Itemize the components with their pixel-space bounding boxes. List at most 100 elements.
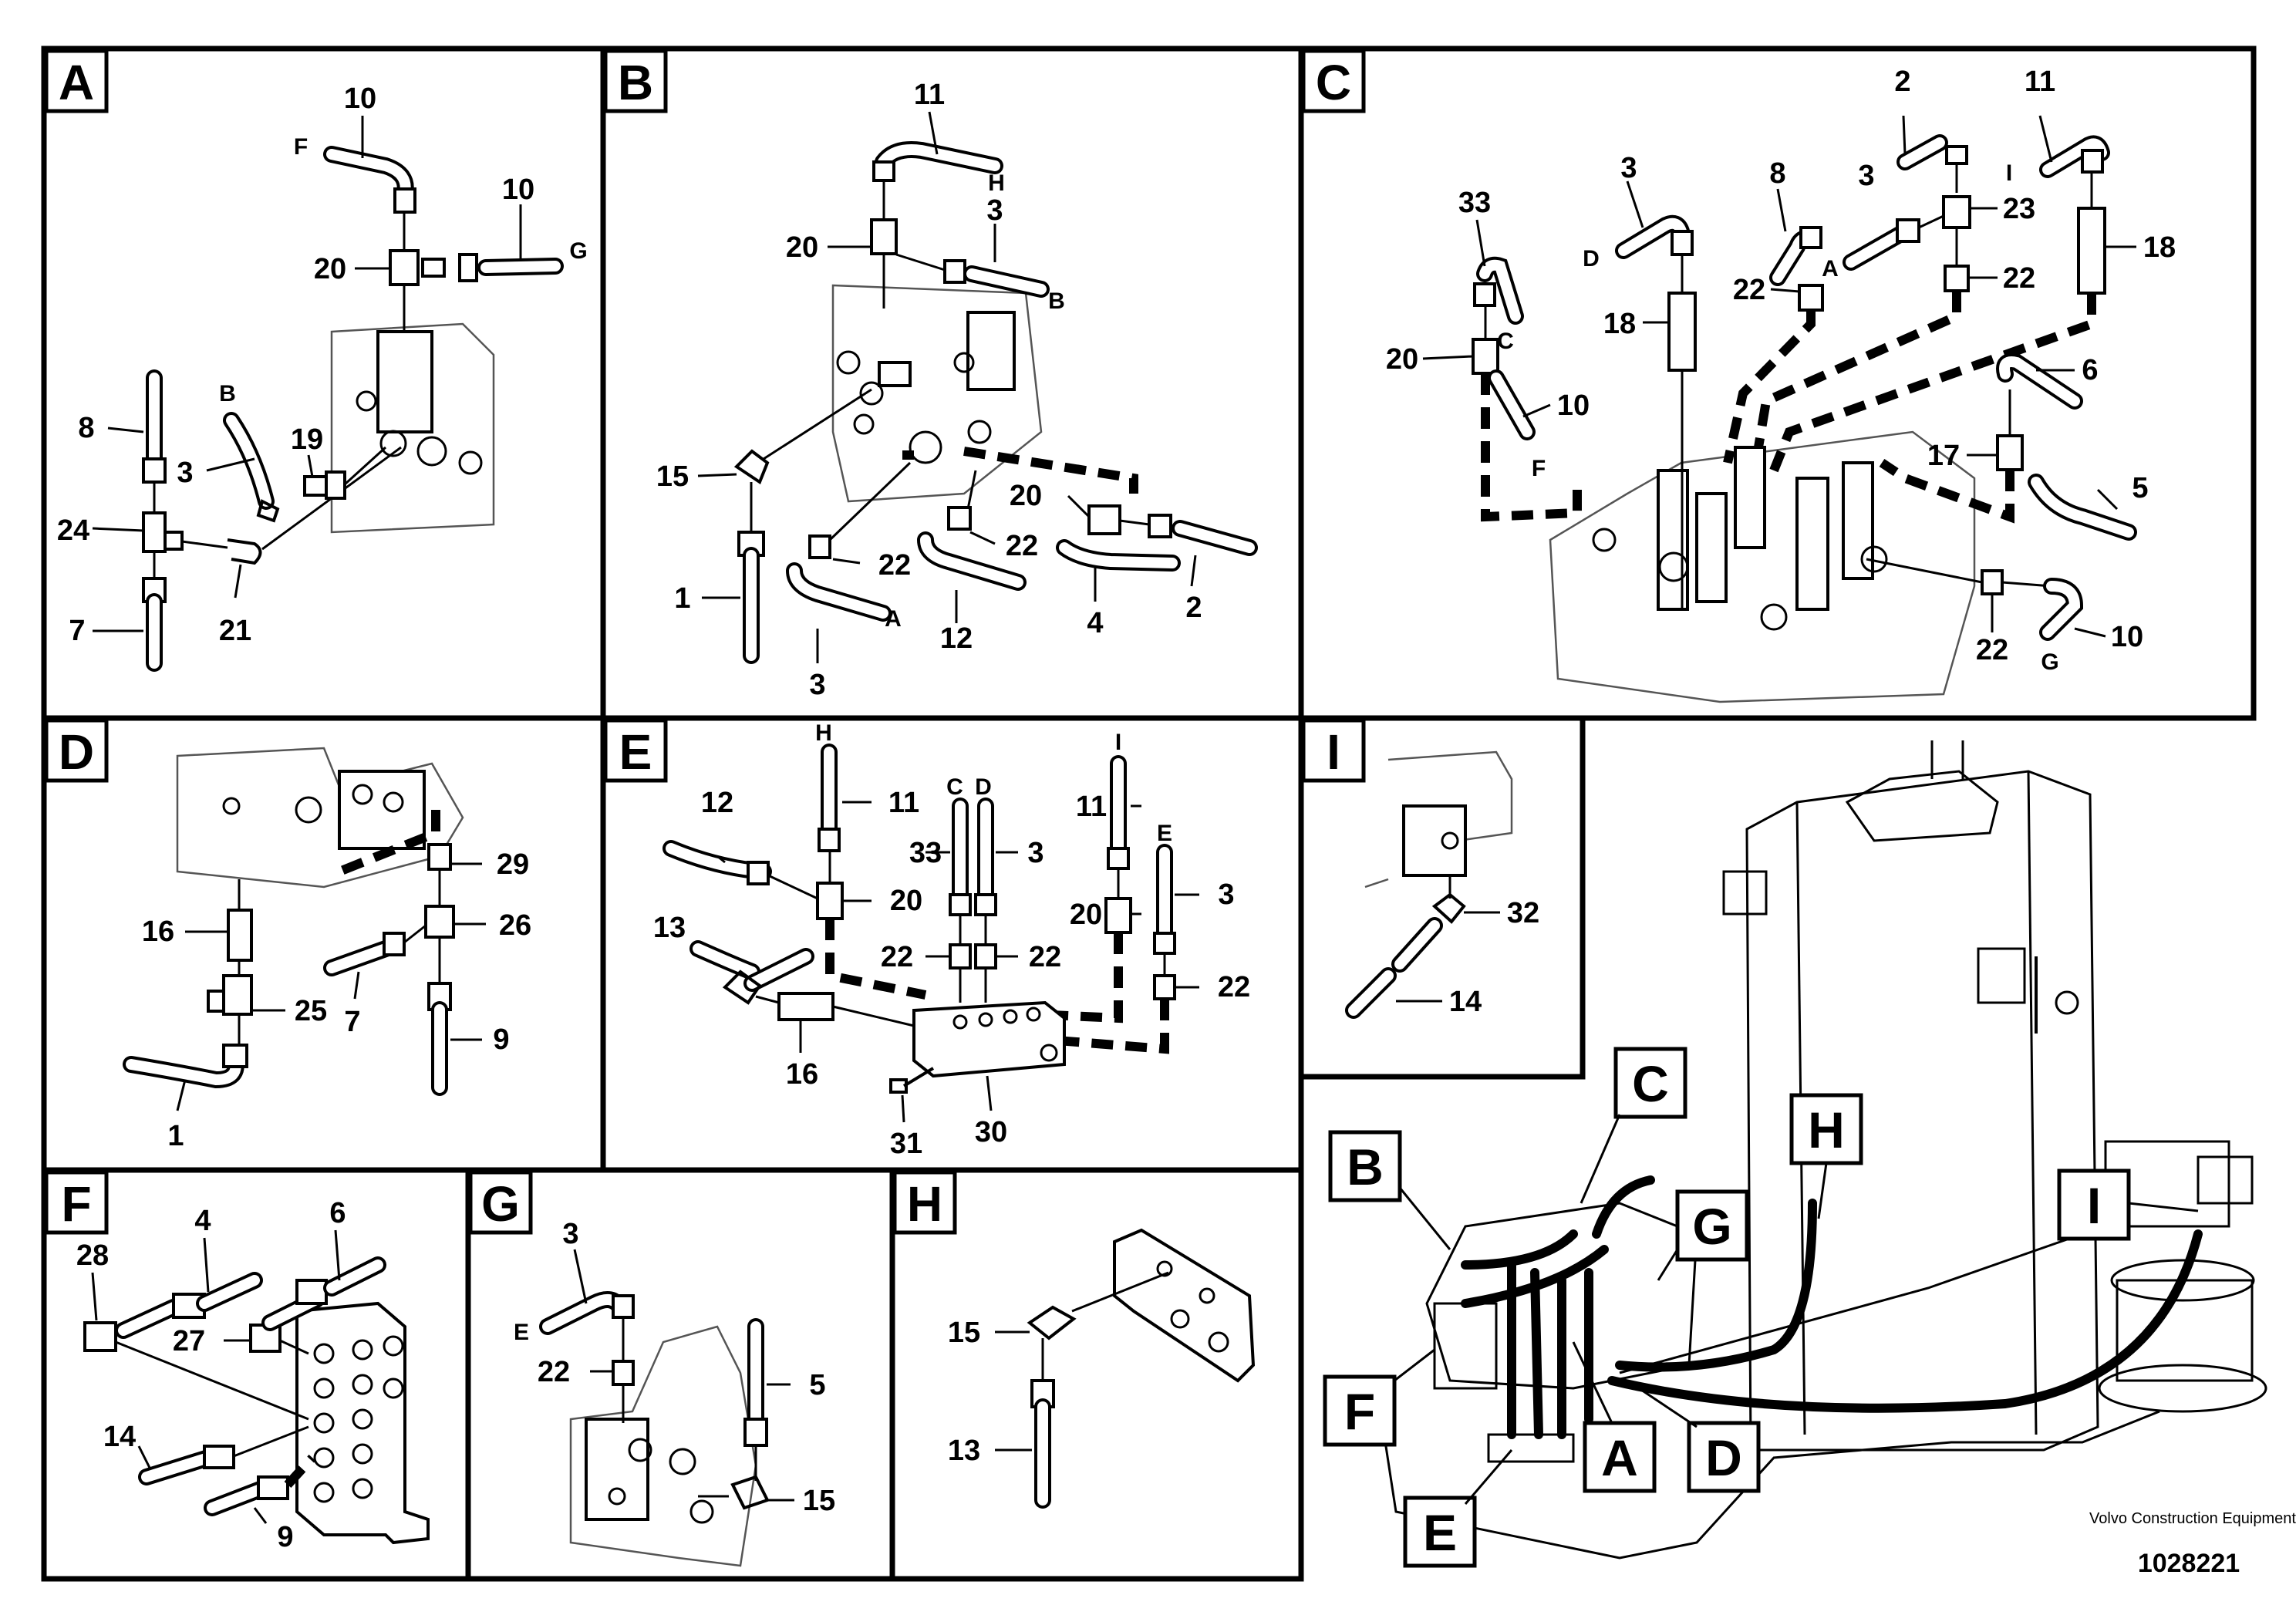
panel-b-drawing: [697, 111, 1258, 664]
part-label: 10: [2111, 621, 2143, 653]
panel-e-tag: E: [603, 718, 668, 783]
part-label: 22: [1976, 634, 2008, 666]
part-label: 29: [497, 848, 529, 881]
marker-g-letter: G: [1692, 1198, 1731, 1255]
part-label: 7: [69, 615, 85, 647]
panel-g-tag: G: [468, 1170, 533, 1235]
part-label: 16: [142, 916, 174, 948]
part-label: 3: [809, 669, 825, 701]
part-label: 14: [1449, 986, 1482, 1018]
part-label: 15: [803, 1485, 835, 1517]
part-label: 33: [909, 837, 942, 869]
part-label: 6: [329, 1197, 346, 1229]
hose-end-letter: C: [1497, 329, 1514, 354]
panel-d-tag: D: [44, 718, 109, 783]
part-label: 22: [1006, 530, 1038, 562]
marker-a-letter: A: [1601, 1429, 1638, 1486]
panel-c-tag: C: [1301, 49, 1366, 113]
panel-a-labels: 10 10 20 8 3 19 24 7 21 F G B: [57, 83, 588, 647]
hose-end-letter: F: [294, 134, 308, 160]
part-label: 3: [1027, 837, 1043, 869]
part-label: 15: [656, 460, 689, 493]
part-label: 1: [674, 582, 690, 615]
hose-end-letter: H: [815, 720, 832, 746]
panel-g-letter: G: [481, 1176, 520, 1232]
panel-d-drawing: [123, 747, 486, 1111]
marker-g-tag: G: [1657, 1189, 1749, 1281]
hose-end-letter: A: [885, 606, 902, 632]
part-label: 3: [986, 194, 1003, 227]
part-label: 12: [701, 787, 733, 819]
panel-a-drawing: [92, 116, 564, 672]
part-label: 28: [76, 1239, 109, 1272]
panel-d-letter: D: [59, 724, 94, 780]
panel-a-tag: A: [44, 49, 109, 113]
panel-f-tag: F: [44, 1170, 109, 1235]
panel-g-drawing: [539, 1249, 794, 1567]
part-label: 20: [786, 231, 818, 264]
part-label: 9: [277, 1521, 293, 1553]
marker-e-tag: E: [1403, 1449, 1513, 1568]
panel-a-letter: A: [59, 55, 94, 110]
part-label: 17: [1927, 440, 1960, 472]
part-label: 20: [314, 253, 346, 285]
part-label: 12: [940, 622, 973, 655]
part-label: 7: [344, 1006, 360, 1038]
panel-f-drawing: [83, 1229, 430, 1545]
part-label: 10: [1557, 389, 1590, 422]
part-label: 3: [1620, 152, 1637, 184]
marker-d-letter: D: [1705, 1429, 1742, 1486]
panel-c-letter: C: [1316, 55, 1351, 110]
marker-e-letter: E: [1423, 1504, 1457, 1561]
part-label: 16: [786, 1058, 818, 1091]
overview-markers: C H B G I F A D E: [1323, 1047, 2199, 1568]
marker-c-letter: C: [1632, 1055, 1669, 1112]
part-label: 26: [499, 909, 531, 942]
part-label: 33: [1458, 187, 1491, 219]
part-label: 27: [173, 1325, 205, 1357]
part-label: 2: [1894, 66, 1910, 98]
doc-number: 1028221: [2138, 1549, 2240, 1578]
hose-end-letter: D: [975, 774, 992, 800]
marker-c-tag: C: [1580, 1047, 1687, 1204]
panel-f-letter: F: [61, 1176, 91, 1232]
panel-e-drawing: [663, 744, 1199, 1123]
part-label: 8: [1769, 157, 1785, 190]
panel-b-tag: B: [603, 49, 668, 113]
panel-c-labels: 2 11 33 3 8 3 23 18 22 22 18 20 10 6 17 …: [1386, 66, 2176, 675]
hose-end-letter: H: [988, 170, 1005, 196]
part-label: 20: [890, 885, 922, 917]
marker-f-letter: F: [1344, 1383, 1375, 1440]
part-label: 4: [194, 1205, 211, 1237]
hose-end-letter: D: [1583, 246, 1600, 271]
part-label: 11: [888, 787, 919, 819]
part-label: 20: [1010, 480, 1042, 512]
hose-end-letter: B: [1048, 288, 1065, 314]
part-label: 15: [948, 1317, 980, 1349]
panel-c-drawing: [1422, 115, 2137, 703]
part-label: 3: [177, 457, 193, 489]
part-label: 3: [562, 1218, 578, 1250]
part-label: 3: [1858, 160, 1874, 192]
panel-d-labels: 29 16 26 25 7 9 1: [142, 848, 531, 1152]
part-label: 25: [295, 995, 327, 1027]
part-label: 21: [219, 615, 251, 647]
panel-i-labels: 32 14: [1449, 897, 1539, 1018]
part-label: 2: [1185, 592, 1202, 624]
marker-h-letter: H: [1808, 1101, 1845, 1158]
panel-i-letter: I: [1327, 724, 1340, 780]
marker-f-tag: F: [1323, 1348, 1435, 1447]
panel-b-letter: B: [618, 55, 653, 110]
panel-i-tag: I: [1301, 718, 1366, 783]
panel-b-labels: 11 20 3 15 20 1 22 22 2 12 4 3 H B A: [656, 79, 1202, 701]
panel-f-labels: 4 6 28 27 14 9: [76, 1197, 346, 1553]
marker-b-tag: B: [1328, 1130, 1451, 1250]
hose-end-letter: E: [1157, 821, 1172, 846]
part-label: 22: [538, 1356, 570, 1388]
hose-end-letter: A: [1822, 256, 1839, 282]
part-label: 32: [1507, 897, 1539, 929]
part-label: 14: [103, 1421, 136, 1453]
part-label: 22: [1218, 971, 1250, 1003]
hose-end-letter: E: [514, 1320, 529, 1345]
part-label: 1: [167, 1120, 184, 1152]
